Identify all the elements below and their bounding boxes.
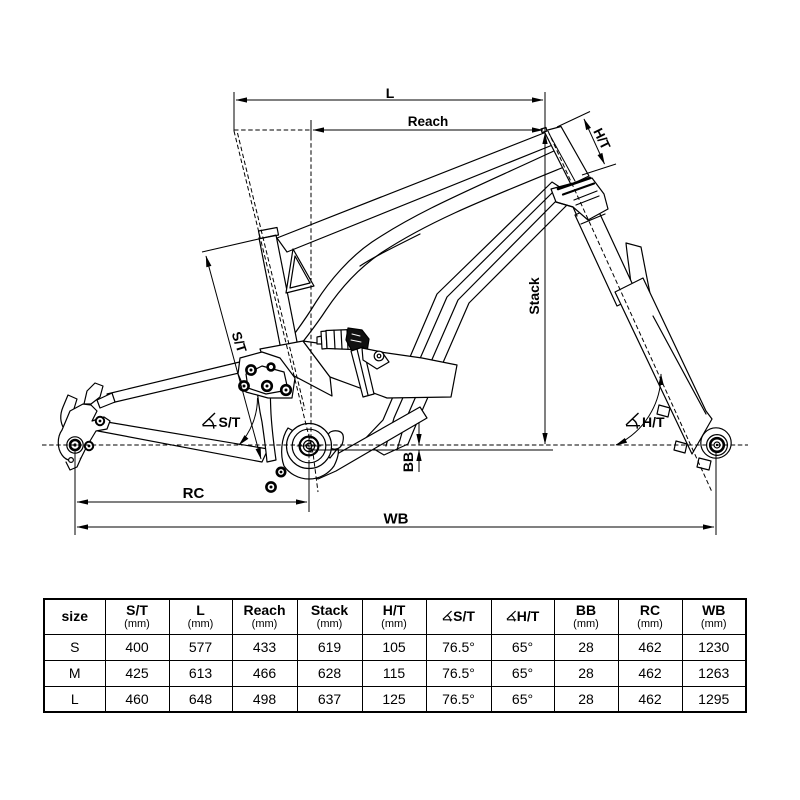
svg-text:L: L (386, 85, 395, 101)
svg-text:H/T: H/T (590, 126, 613, 153)
svg-text:S/T: S/T (229, 330, 250, 355)
svg-text:WB: WB (384, 511, 409, 528)
svg-text:BB: BB (400, 452, 416, 472)
svg-text:Reach: Reach (408, 114, 449, 129)
svg-text:H/T: H/T (642, 414, 665, 430)
svg-text:Stack: Stack (526, 277, 542, 315)
svg-text:RC: RC (183, 485, 205, 502)
svg-text:S/T: S/T (219, 414, 241, 430)
